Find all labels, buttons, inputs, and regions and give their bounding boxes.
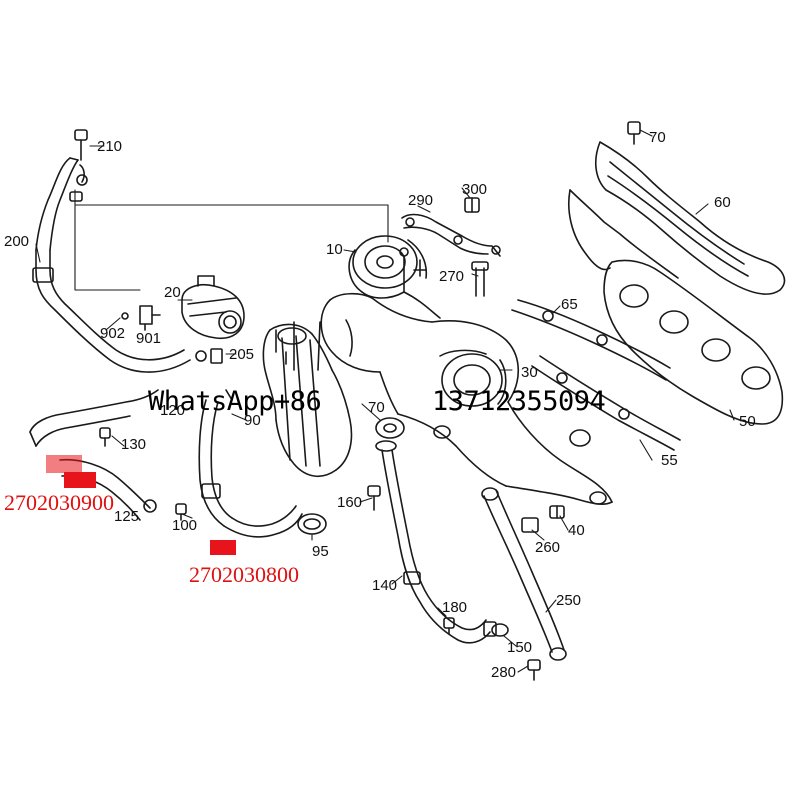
reference-frame	[74, 189, 389, 291]
label-55: 55	[661, 452, 678, 469]
label-130: 130	[121, 436, 147, 453]
oil-feed-line-200	[32, 129, 223, 373]
bolt-280	[527, 659, 541, 681]
label-210: 210	[97, 138, 123, 155]
label-160: 160	[337, 494, 363, 511]
label-120: 120	[160, 402, 186, 419]
coolant-line-90	[198, 389, 303, 538]
label-300: 300	[462, 181, 488, 198]
clamp-95	[297, 513, 327, 535]
label-90: 90	[244, 412, 261, 429]
stud-270	[471, 261, 489, 297]
washer-150	[483, 621, 509, 637]
label-200: 200	[4, 233, 30, 250]
bracket-290	[401, 213, 501, 257]
turbocharger-10	[320, 235, 613, 505]
label-902: 902	[100, 325, 126, 342]
label-290: 290	[408, 192, 434, 209]
label-260: 260	[535, 539, 561, 556]
nut-300	[464, 197, 480, 213]
label-901: 901	[136, 330, 162, 347]
highlight-marker-a1	[46, 455, 82, 473]
label-250: 250	[556, 592, 582, 609]
label-140: 140	[372, 577, 398, 594]
label-30: 30	[521, 364, 538, 381]
label-205: 205	[229, 346, 255, 363]
oil-return-pipe-140	[375, 440, 491, 644]
leader-lines	[35, 129, 735, 673]
label-100: 100	[172, 517, 198, 534]
label-150: 150	[507, 639, 533, 656]
bolt-130	[99, 427, 111, 447]
watermark-whatsapp: WhatsApp+86	[148, 386, 322, 417]
wastegate-actuator-20	[181, 275, 245, 340]
manifold-gasket-50	[603, 259, 784, 425]
label-180: 180	[442, 599, 468, 616]
label-60: 60	[714, 194, 731, 211]
bolt-70	[627, 121, 641, 145]
flange-170	[375, 417, 405, 439]
label-270: 270	[439, 268, 465, 285]
part-ref-2702030900: 2702030900	[4, 490, 114, 515]
label-70: 70	[649, 129, 666, 146]
label-20: 20	[164, 284, 181, 301]
parts-901-902	[121, 305, 161, 331]
label-10: 10	[326, 241, 343, 258]
label-65: 65	[561, 296, 578, 313]
label-95: 95	[312, 543, 329, 560]
bolt-160	[367, 485, 381, 511]
label-50: 50	[739, 413, 756, 430]
label-40: 40	[568, 522, 585, 539]
highlight-marker-a2	[64, 472, 96, 488]
part-ref-2702030800: 2702030800	[189, 562, 299, 587]
gasket-55	[531, 355, 681, 451]
gasket-65	[511, 299, 671, 381]
label-280: 280	[491, 664, 517, 681]
heat-shield-60	[567, 141, 786, 295]
highlight-marker-b	[210, 540, 236, 555]
label-125: 125	[114, 508, 140, 525]
watermark-phone: 13712355094	[432, 386, 606, 417]
nut-260	[521, 517, 539, 533]
bolt-100	[175, 503, 187, 521]
support-bracket-250	[481, 487, 567, 661]
catalytic-converter	[262, 321, 353, 477]
bolt-180	[443, 617, 455, 635]
nut-40	[549, 505, 565, 519]
label-70b: 70	[368, 399, 385, 416]
